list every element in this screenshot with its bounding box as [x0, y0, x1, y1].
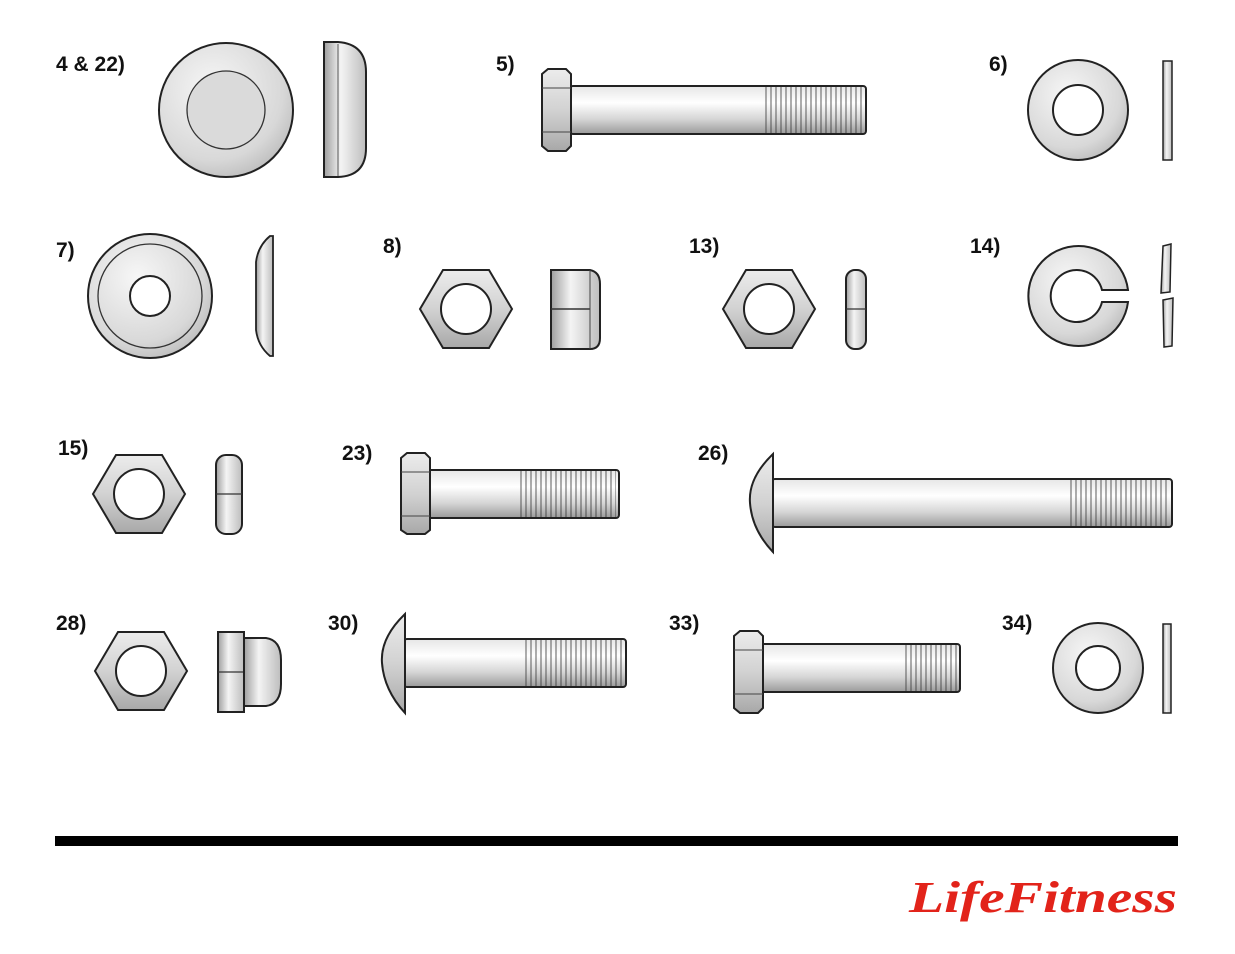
cap-part-4-22	[158, 41, 367, 178]
part-label-28: 28)	[56, 612, 87, 635]
button-head-bolt-part-30	[380, 611, 627, 716]
svg-text:LifeFitness: LifeFitness	[908, 873, 1177, 922]
part-label-7: 7)	[56, 239, 75, 262]
hex-bolt-part-33	[733, 630, 961, 714]
nylock-nut-part-8	[418, 269, 601, 350]
part-label-6: 6)	[989, 53, 1008, 76]
part-label-14: 14)	[970, 235, 1001, 258]
jam-nut-part-15	[91, 454, 243, 535]
part-label-33: 33)	[669, 612, 700, 635]
jam-nut-part-13	[721, 269, 867, 350]
part-label-5: 5)	[496, 53, 515, 76]
dished-washer-part-7	[87, 233, 274, 359]
hex-bolt-part-23	[400, 452, 620, 535]
part-label-34: 34)	[1002, 612, 1033, 635]
footer-rule	[55, 836, 1178, 846]
part-label-30: 30)	[328, 612, 359, 635]
life-fitness-logo: LifeFitness	[908, 873, 1177, 922]
part-label-23: 23)	[342, 442, 373, 465]
part-label-15: 15)	[58, 437, 89, 460]
acorn-nut-part-28	[93, 631, 282, 713]
part-label-26: 26)	[698, 442, 729, 465]
hex-bolt-part-5	[541, 68, 867, 152]
flat-washer-part-34	[1052, 622, 1172, 714]
button-head-bolt-part-26	[748, 451, 1173, 555]
part-label-8: 8)	[383, 235, 402, 258]
flat-washer-part-6	[1027, 59, 1173, 161]
split-lock-washer-part-14	[1027, 243, 1174, 348]
part-label-13: 13)	[689, 235, 720, 258]
part-label-4-22: 4 & 22)	[56, 53, 125, 76]
